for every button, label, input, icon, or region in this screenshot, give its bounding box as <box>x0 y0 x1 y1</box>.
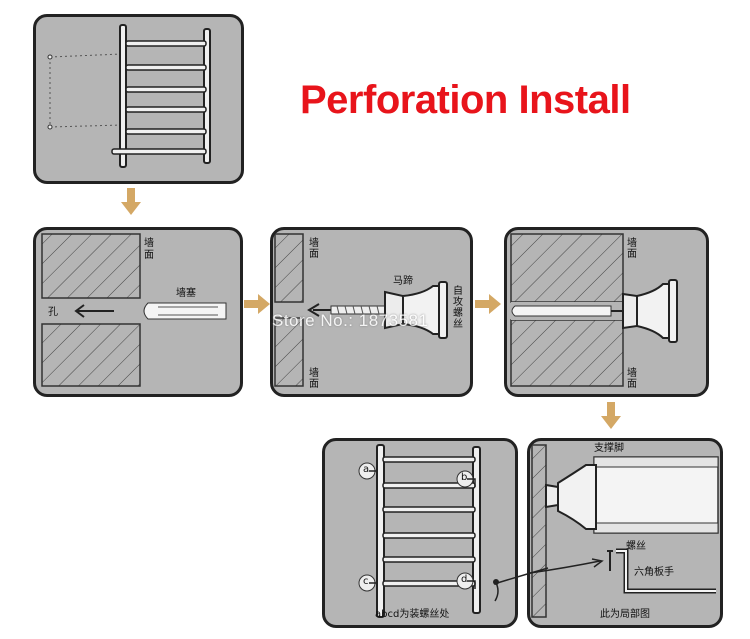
page-title: Perforation Install <box>300 78 631 122</box>
panel-bracket-fixed: 墙面 墙面 <box>504 227 709 397</box>
rack-overview-illustration <box>47 24 211 168</box>
wall-label-top: 墙面 <box>627 238 637 260</box>
panel-drill-hole: 墙 面 孔 墙塞 <box>33 227 243 397</box>
wall-label-top: 墙 <box>144 238 154 249</box>
bracket-fixed-illustration <box>510 233 678 387</box>
point-label-b: b <box>461 472 468 483</box>
wall-label-bottom: 墙面 <box>309 368 319 390</box>
point-label-d: d <box>461 574 468 585</box>
right-arrow-icon <box>475 294 501 314</box>
wall-label-bottom: 面 <box>144 250 154 261</box>
screw-points-caption: abcd为装螺丝处 <box>375 609 450 620</box>
detail-connector <box>493 567 549 585</box>
panel-rack-overview <box>33 14 244 184</box>
panel-screw-bracket: 墙面 墙面 马蹄 自攻螺丝 <box>270 227 473 397</box>
hex-key-label: 六角板手 <box>634 567 674 578</box>
screw-bracket-illustration <box>274 233 448 387</box>
store-watermark: Store No.: 1873581 <box>272 311 429 330</box>
drill-hole-illustration <box>41 233 227 387</box>
anchor-label: 墙塞 <box>176 288 196 299</box>
down-arrow-icon <box>121 188 141 215</box>
detail-view-illustration <box>530 444 719 618</box>
hole-label: 孔 <box>48 307 58 318</box>
bracket-label: 马蹄 <box>393 276 413 287</box>
down-arrow-icon <box>601 402 621 429</box>
support-foot-label: 支撑脚 <box>594 443 624 454</box>
panel-detail-view: 支撑脚 螺丝 六角板手 此为局部图 <box>527 438 723 628</box>
detail-caption: 此为局部图 <box>600 609 650 620</box>
wall-label-bottom: 墙面 <box>627 368 637 390</box>
wall-label-top: 墙面 <box>309 238 319 260</box>
screw-points-illustration <box>358 444 499 618</box>
screw-label: 螺丝 <box>626 541 646 552</box>
screw-label: 自攻螺丝 <box>453 286 463 330</box>
panel-screw-points: a b c d abcd为装螺丝处 <box>322 438 518 628</box>
point-label-a: a <box>363 464 370 475</box>
point-label-c: c <box>363 576 369 587</box>
right-arrow-icon <box>244 294 270 314</box>
